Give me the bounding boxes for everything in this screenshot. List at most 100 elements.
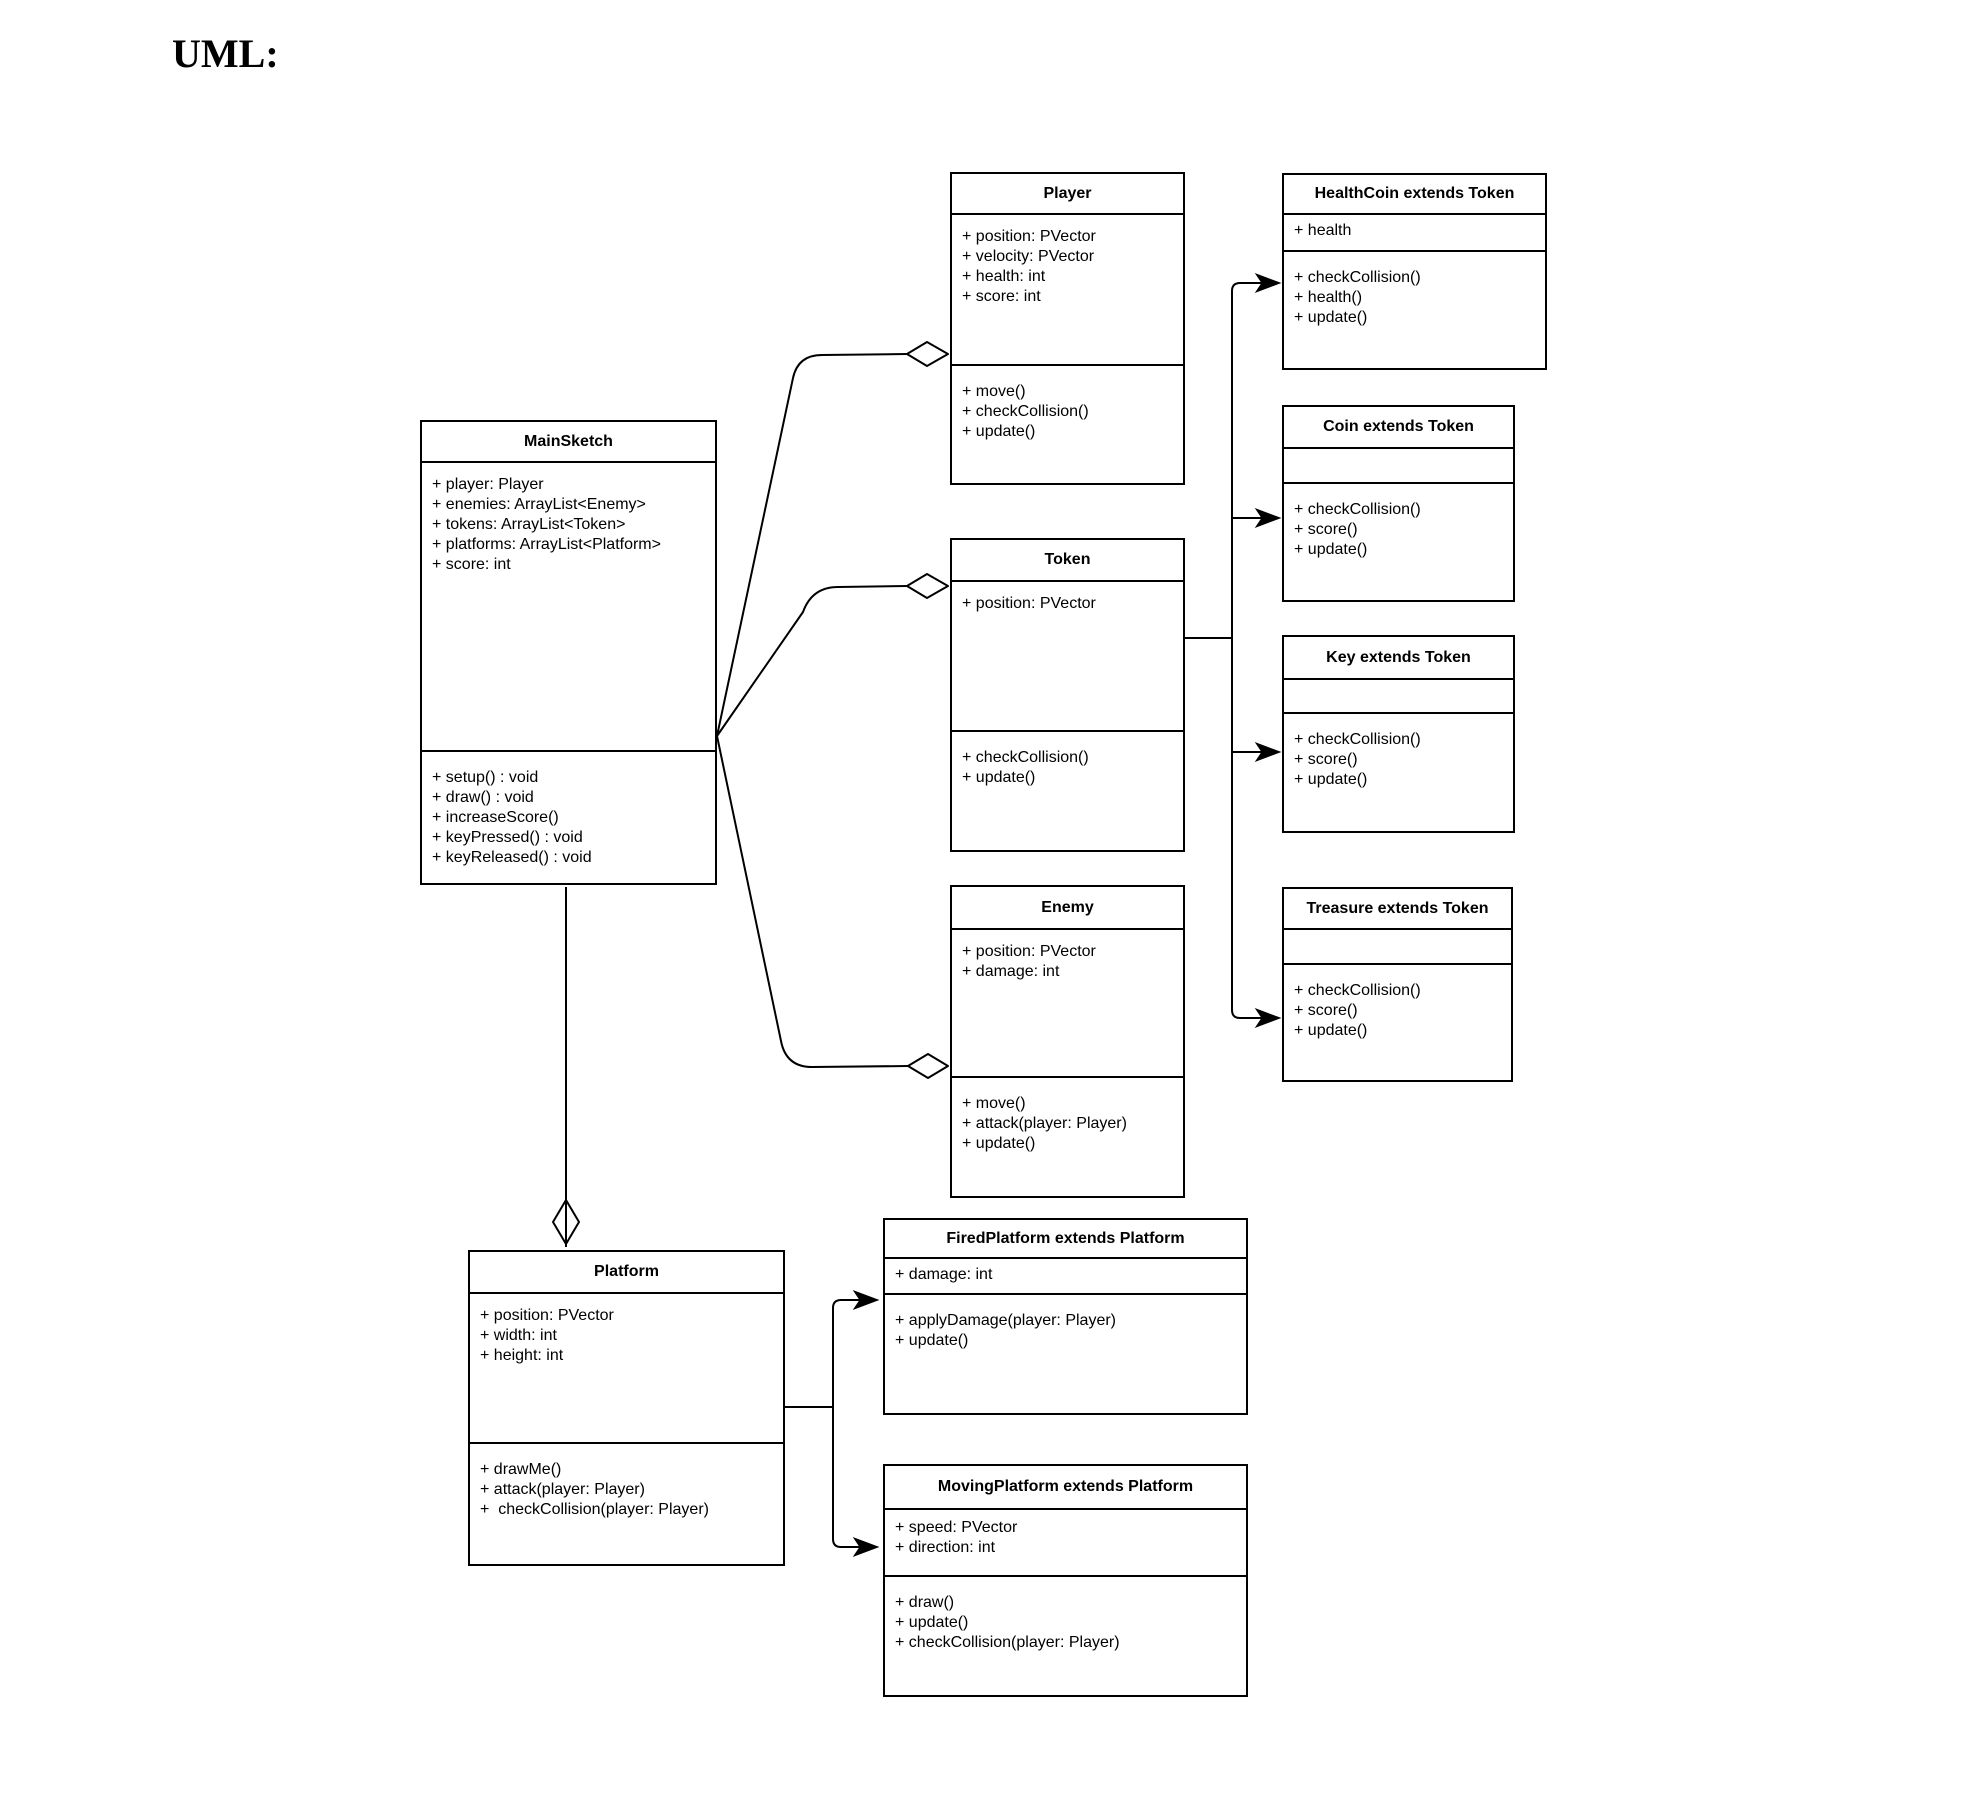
method-line: + move(): [962, 1095, 1026, 1112]
method-line: + applyDamage(player: Player): [895, 1312, 1116, 1329]
method-line: + checkCollision(): [1294, 982, 1421, 999]
method-line: + checkCollision(): [1294, 501, 1421, 518]
method-line: + update(): [962, 423, 1036, 440]
class-title: MainSketch: [422, 422, 715, 463]
class-methods: + drawMe() + attack(player: Player) + ch…: [470, 1442, 783, 1564]
class-methods: + checkCollision() + update(): [952, 730, 1183, 850]
method-line: + update(): [1294, 1022, 1368, 1039]
method-line: + increaseScore(): [432, 809, 559, 826]
extends-arrow-icon: [1254, 1007, 1282, 1029]
method-line: + update(): [1294, 309, 1368, 326]
aggregation-diamond-icon: [906, 573, 949, 599]
class-attributes: [1284, 680, 1513, 712]
attribute-line: + health: [1294, 222, 1352, 239]
attribute-line: + position: PVector: [480, 1307, 614, 1324]
method-line: + score(): [1294, 751, 1358, 768]
method-line: + attack(player: Player): [962, 1115, 1127, 1132]
class-box-key: Key extends Token + checkCollision() + s…: [1282, 635, 1515, 833]
class-methods: + applyDamage(player: Player) + update(): [885, 1293, 1246, 1413]
method-line: + move(): [962, 383, 1026, 400]
class-methods: + checkCollision() + score() + update(): [1284, 963, 1511, 1080]
extends-arrow-icon: [852, 1536, 880, 1558]
method-line: + checkCollision(): [962, 403, 1089, 420]
aggregation-line-mainsketch-token: [716, 585, 908, 737]
class-methods: + move() + attack(player: Player) + upda…: [952, 1076, 1183, 1196]
extends-arrow-icon: [1254, 741, 1282, 763]
method-line: + update(): [962, 769, 1036, 786]
method-line: + attack(player: Player): [480, 1481, 645, 1498]
aggregation-diamond-icon: [552, 1199, 580, 1245]
class-title: FiredPlatform extends Platform: [885, 1220, 1246, 1259]
class-box-firedplatform: FiredPlatform extends Platform + damage:…: [883, 1218, 1248, 1415]
class-box-platform: Platform + position: PVector + width: in…: [468, 1250, 785, 1566]
attribute-line: + health: int: [962, 268, 1046, 285]
class-box-player: Player + position: PVector + velocity: P…: [950, 172, 1185, 485]
attribute-line: + score: int: [962, 288, 1041, 305]
extends-arrow-icon: [1254, 507, 1282, 529]
attribute-line: + platforms: ArrayList<Platform>: [432, 536, 661, 553]
method-line: + checkCollision(player: Player): [480, 1501, 709, 1518]
page-title: UML:: [172, 31, 279, 76]
class-title: Enemy: [952, 887, 1183, 930]
class-attributes: + position: PVector + width: int + heigh…: [470, 1294, 783, 1442]
class-title: Treasure extends Token: [1284, 889, 1511, 930]
class-title: Token: [952, 540, 1183, 582]
extends-arrow-icon: [852, 1289, 880, 1311]
class-title: Coin extends Token: [1284, 407, 1513, 449]
attribute-line: + speed: PVector: [895, 1519, 1018, 1536]
method-line: + health(): [1294, 289, 1363, 306]
attribute-line: + enemies: ArrayList<Enemy>: [432, 496, 646, 513]
attribute-line: + damage: int: [895, 1266, 993, 1283]
method-line: + update(): [895, 1332, 969, 1349]
class-box-token: Token + position: PVector + checkCollisi…: [950, 538, 1185, 852]
extends-line-token-branches: [1231, 282, 1262, 1019]
attribute-line: + position: PVector: [962, 943, 1096, 960]
class-attributes: + speed: PVector + direction: int: [885, 1510, 1246, 1575]
method-line: + setup() : void: [432, 769, 539, 786]
attribute-line: + height: int: [480, 1347, 564, 1364]
method-line: + update(): [1294, 771, 1368, 788]
class-attributes: + damage: int: [885, 1259, 1246, 1293]
class-box-enemy: Enemy + position: PVector + damage: int …: [950, 885, 1185, 1198]
method-line: + checkCollision(): [962, 749, 1089, 766]
class-attributes: + health: [1284, 215, 1545, 250]
class-methods: + checkCollision() + score() + update(): [1284, 482, 1513, 600]
class-methods: + checkCollision() + health() + update(): [1284, 250, 1545, 368]
class-attributes: + position: PVector + velocity: PVector …: [952, 215, 1183, 364]
attribute-line: + direction: int: [895, 1539, 996, 1556]
attribute-line: + position: PVector: [962, 595, 1096, 612]
aggregation-line-mainsketch-player: [716, 353, 908, 737]
class-methods: + move() + checkCollision() + update(): [952, 364, 1183, 483]
class-attributes: + position: PVector: [952, 582, 1183, 730]
class-box-healthcoin: HealthCoin extends Token + health + chec…: [1282, 173, 1547, 370]
method-line: + draw() : void: [432, 789, 534, 806]
aggregation-diamond-icon: [907, 1053, 949, 1079]
attribute-line: + damage: int: [962, 963, 1060, 980]
method-line: + checkCollision(player: Player): [895, 1634, 1120, 1651]
method-line: + draw(): [895, 1594, 955, 1611]
class-title: Key extends Token: [1284, 637, 1513, 680]
attribute-line: + player: Player: [432, 476, 544, 493]
method-line: + update(): [1294, 541, 1368, 558]
attribute-line: + score: int: [432, 556, 511, 573]
method-line: + score(): [1294, 1002, 1358, 1019]
class-title: Platform: [470, 1252, 783, 1294]
class-title: MovingPlatform extends Platform: [885, 1466, 1246, 1510]
method-line: + checkCollision(): [1294, 269, 1421, 286]
extends-line-platform-branches: [785, 1299, 860, 1548]
class-box-movingplatform: MovingPlatform extends Platform + speed:…: [883, 1464, 1248, 1697]
attribute-line: + tokens: ArrayList<Token>: [432, 516, 626, 533]
class-box-mainsketch: MainSketch + player: Player + enemies: A…: [420, 420, 717, 885]
aggregation-line-mainsketch-enemy: [716, 735, 909, 1068]
extends-arrow-icon: [1254, 272, 1282, 294]
method-line: + update(): [962, 1135, 1036, 1152]
class-title: Player: [952, 174, 1183, 215]
class-methods: + draw() + update() + checkCollision(pla…: [885, 1575, 1246, 1695]
aggregation-diamond-icon: [906, 341, 949, 367]
class-box-treasure: Treasure extends Token + checkCollision(…: [1282, 887, 1513, 1082]
class-box-coin: Coin extends Token + checkCollision() + …: [1282, 405, 1515, 602]
class-attributes: [1284, 930, 1511, 963]
method-line: + score(): [1294, 521, 1358, 538]
method-line: + keyReleased() : void: [432, 849, 592, 866]
class-title: HealthCoin extends Token: [1284, 175, 1545, 215]
